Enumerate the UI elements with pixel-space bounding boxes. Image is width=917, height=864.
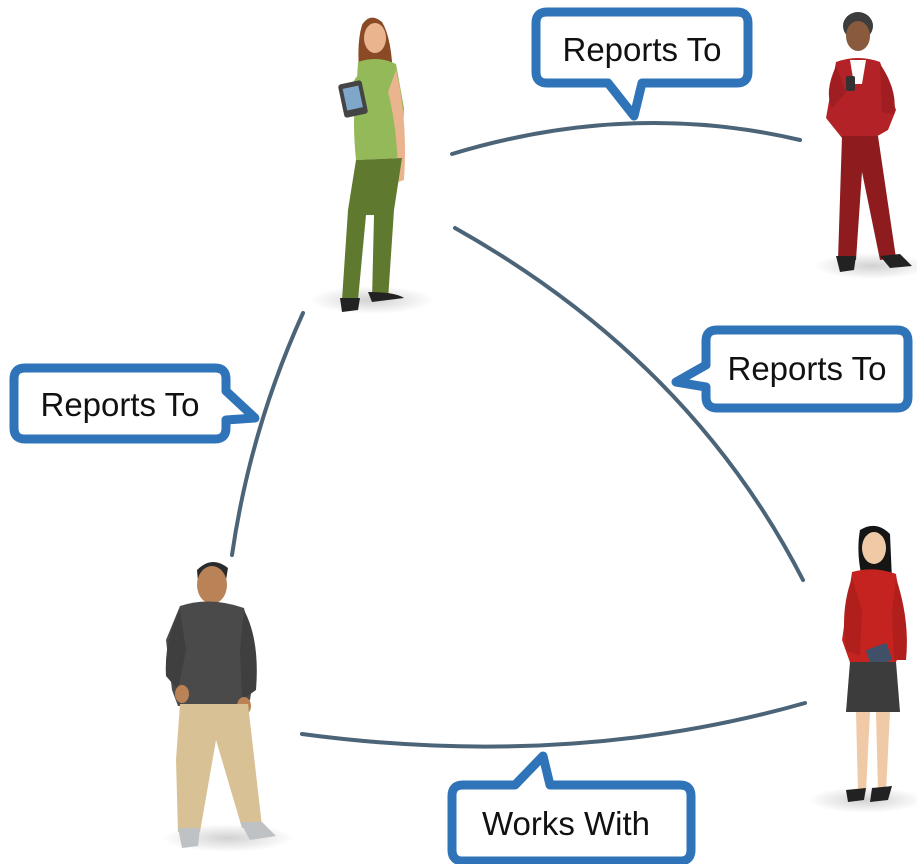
connector-left <box>230 311 305 557</box>
connector-diagonal <box>453 226 805 582</box>
woman-with-phone-green-icon <box>310 17 434 314</box>
speech-bubble-shape <box>447 751 696 864</box>
woman-in-red-jacket-icon <box>808 525 917 813</box>
connector-top <box>450 120 802 156</box>
woman-in-red-suit-icon <box>814 12 917 279</box>
connector-bottom <box>300 701 807 749</box>
label-bottom-works-with: Works With <box>447 751 696 864</box>
speech-bubble-shape <box>671 325 913 413</box>
label-text: Works With <box>482 805 650 842</box>
label-diagonal-reports-to: Reports To <box>671 325 913 413</box>
label-text: Reports To <box>563 31 722 68</box>
label-text: Reports To <box>41 386 200 423</box>
man-casual-shirt-icon <box>162 561 294 852</box>
speech-bubble-shape <box>9 363 260 444</box>
connectors <box>230 120 807 749</box>
label-text: Reports To <box>728 350 887 387</box>
label-left-reports-to: Reports To <box>9 363 260 444</box>
label-top-reports-to: Reports To <box>531 7 753 121</box>
speech-bubble-shape <box>531 7 753 121</box>
